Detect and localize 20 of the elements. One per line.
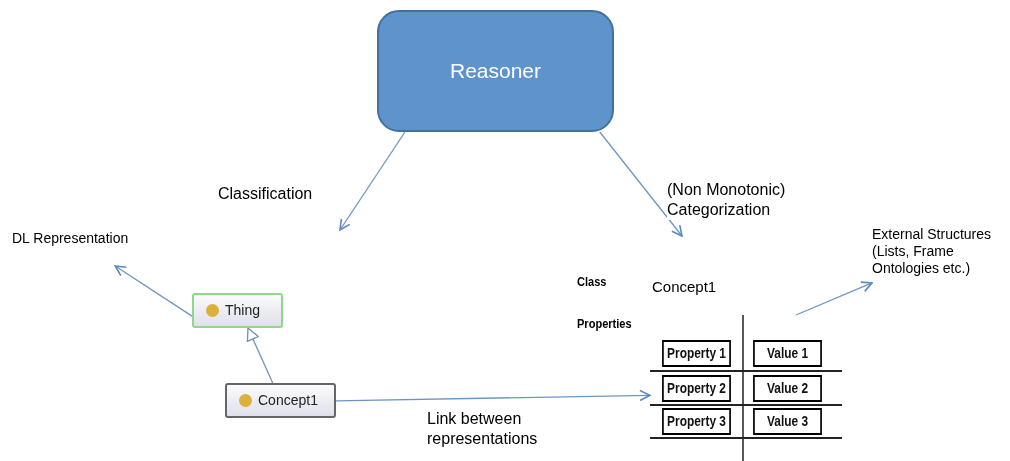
value-cell: Value 3 — [753, 408, 822, 435]
arrow — [795, 281, 873, 316]
node-text: DL Representation — [12, 230, 132, 266]
class-box: Thing — [192, 293, 283, 328]
property-cell: Property 1 — [662, 340, 731, 367]
value-cell: Value 2 — [753, 375, 822, 402]
field-label: Properties — [577, 315, 632, 333]
class-box: Concept1 — [225, 383, 336, 418]
field-label: Class — [577, 273, 607, 291]
property-cell: Property 3 — [662, 408, 731, 435]
arrow — [335, 389, 651, 402]
node-text: External Structures (Lists, Frame Ontologies etc.) — [872, 226, 1008, 298]
arrow — [114, 265, 193, 317]
property-cell: Property 2 — [662, 375, 731, 402]
class-name: Concept1 — [652, 277, 717, 297]
arrow — [246, 327, 274, 384]
process-box: Reasoner — [377, 10, 614, 132]
arrow — [599, 131, 683, 237]
value-cell: Value 1 — [753, 340, 822, 367]
arrow — [339, 131, 406, 231]
